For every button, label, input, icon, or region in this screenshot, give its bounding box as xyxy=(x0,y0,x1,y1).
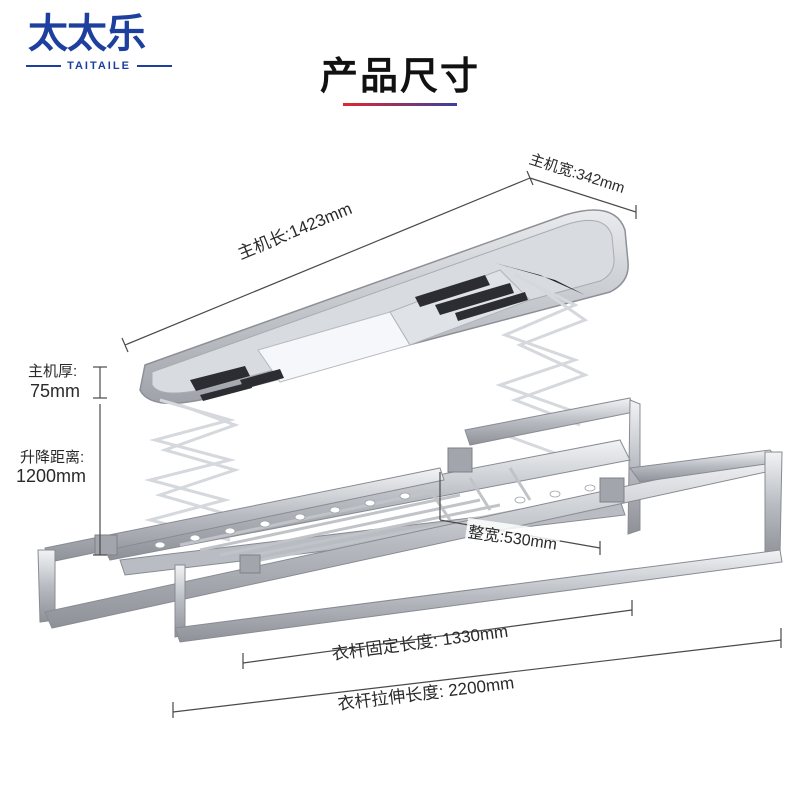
value-lift-distance: 1200mm xyxy=(16,466,87,486)
dimension-rod-extended xyxy=(172,639,782,713)
brand-name-en: TAITAILE xyxy=(67,60,131,72)
logo-divider-left xyxy=(26,65,62,67)
brand-logo: 太太乐 xyxy=(28,11,146,57)
value-main-thickness: 75mm xyxy=(30,381,81,401)
dimension-rod-fixed xyxy=(242,609,633,664)
page-title: 产品尺寸 xyxy=(319,54,480,98)
main-unit xyxy=(139,209,629,405)
vent-grille-right xyxy=(415,275,528,321)
dimension-main-width xyxy=(529,177,637,213)
title-underline xyxy=(343,103,457,106)
logo-divider-right xyxy=(136,65,172,67)
label-lift-distance: 升降距离: xyxy=(20,449,85,466)
brand-logo-subtitle: TAITAILE xyxy=(26,60,172,72)
drying-rack xyxy=(37,397,783,643)
label-main-thickness: 主机厚: xyxy=(28,363,78,380)
dimension-main-length xyxy=(124,177,531,346)
vent-grille-left xyxy=(190,366,284,401)
